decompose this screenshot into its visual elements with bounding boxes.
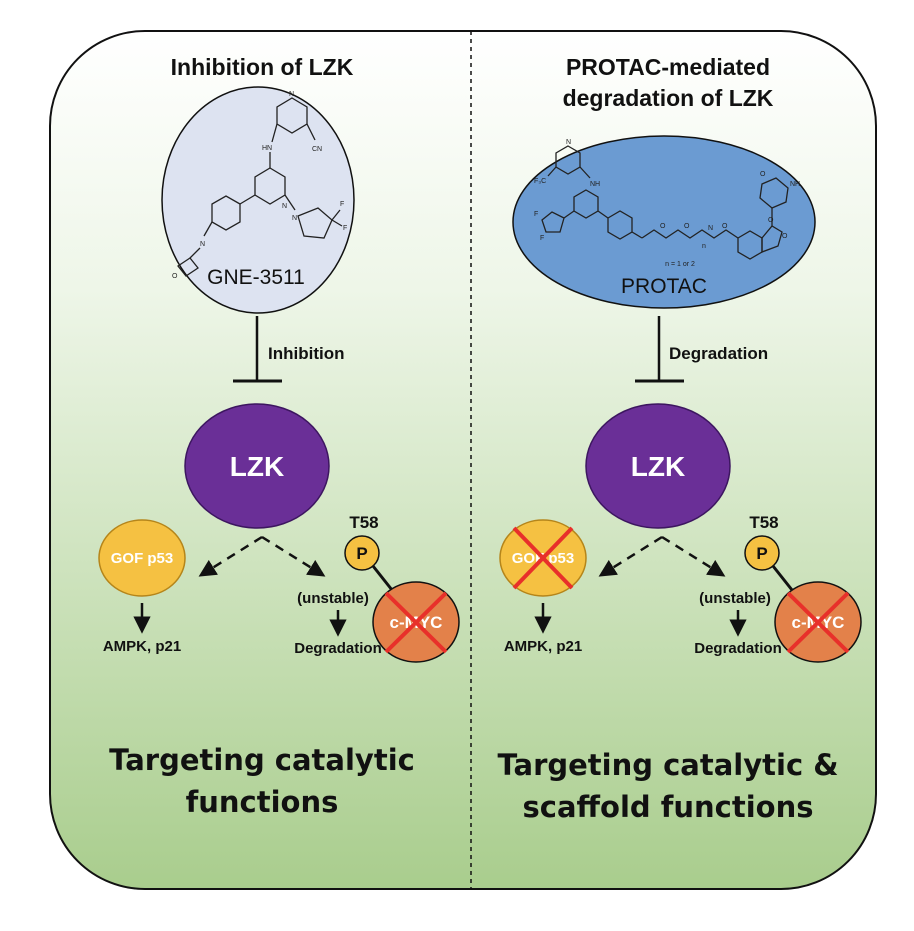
svg-text:NH: NH bbox=[790, 181, 800, 188]
svg-text:F: F bbox=[534, 211, 538, 218]
phospho-p-label-right: P bbox=[756, 544, 767, 563]
lzk-kinase-right bbox=[585, 403, 731, 529]
p53-label-left: GOF p53 bbox=[111, 550, 174, 567]
svg-text:F: F bbox=[340, 201, 344, 208]
svg-text:F₃C: F₃C bbox=[534, 178, 546, 185]
svg-text:N: N bbox=[566, 139, 571, 146]
t58-label-right: T58 bbox=[749, 513, 778, 532]
p53-cross-right bbox=[512, 526, 574, 590]
svg-text:n: n bbox=[702, 243, 706, 250]
myc-cross-right bbox=[786, 591, 850, 654]
dashed-arrow-myc-left bbox=[261, 535, 326, 577]
gof-p53-left bbox=[98, 519, 186, 597]
svg-text:N: N bbox=[282, 203, 287, 210]
svg-text:O: O bbox=[172, 273, 178, 280]
phospho-p-right bbox=[744, 535, 780, 571]
gne3511-label: GNE-3511 bbox=[207, 266, 305, 289]
left-bottom-line1: Targeting catalytic bbox=[109, 743, 415, 777]
lzk-label-right: LZK bbox=[631, 451, 685, 482]
svg-text:O: O bbox=[660, 223, 666, 230]
left-panel: Inhibition of LZK N CN HN N N O bbox=[98, 54, 460, 819]
svg-text:O: O bbox=[722, 223, 728, 230]
svg-text:N: N bbox=[292, 215, 297, 222]
phospho-link-right bbox=[771, 565, 794, 591]
t58-label-left: T58 bbox=[349, 513, 378, 532]
phospho-p-left bbox=[344, 535, 380, 571]
left-bottom-line2: functions bbox=[186, 785, 339, 819]
svg-text:O: O bbox=[684, 223, 690, 230]
svg-text:O: O bbox=[760, 171, 766, 178]
phospho-link-left bbox=[371, 565, 394, 591]
unstable-label-left: (unstable) bbox=[297, 590, 369, 607]
p53-downstream-right: AMPK, p21 bbox=[504, 638, 582, 655]
dashed-arrow-myc-right bbox=[661, 535, 726, 577]
lzk-label-left: LZK bbox=[230, 451, 284, 482]
svg-text:CN: CN bbox=[312, 146, 322, 153]
protac-chem-note: n = 1 or 2 bbox=[665, 261, 695, 268]
right-bottom-line2: scaffold functions bbox=[523, 790, 814, 824]
unstable-label-right: (unstable) bbox=[699, 590, 771, 607]
svg-text:N: N bbox=[708, 225, 713, 232]
svg-text:O: O bbox=[782, 233, 788, 240]
right-bottom-line1: Targeting catalytic & bbox=[497, 748, 838, 782]
svg-text:O: O bbox=[768, 217, 774, 224]
svg-text:N: N bbox=[200, 241, 205, 248]
gne3511-structure: N CN HN N N O N F F bbox=[172, 91, 347, 280]
inhibition-label: Inhibition bbox=[268, 344, 344, 363]
myc-cross-left bbox=[384, 591, 448, 654]
svg-text:F: F bbox=[343, 225, 347, 232]
phospho-p-label-left: P bbox=[356, 544, 367, 563]
gne3511-bubble bbox=[161, 86, 355, 314]
left-title: Inhibition of LZK bbox=[171, 54, 354, 80]
protac-bubble bbox=[512, 135, 816, 309]
svg-text:N: N bbox=[289, 91, 294, 98]
degradation-arrow-label: Degradation bbox=[669, 344, 768, 363]
svg-text:HN: HN bbox=[262, 145, 272, 152]
right-panel: PROTAC-mediated degradation of LZK N F₃C… bbox=[497, 54, 862, 824]
degradation-label-left: Degradation bbox=[294, 640, 382, 657]
svg-text:NH: NH bbox=[590, 181, 600, 188]
protac-label: PROTAC bbox=[621, 275, 707, 298]
right-title-line1: PROTAC-mediated bbox=[566, 54, 770, 80]
protac-structure: N F₃C NH F F O O n N O O O bbox=[534, 139, 800, 260]
p53-downstream-left: AMPK, p21 bbox=[103, 638, 181, 655]
lzk-kinase-left bbox=[184, 403, 330, 529]
svg-text:F: F bbox=[540, 235, 544, 242]
degradation-label-right: Degradation bbox=[694, 640, 782, 657]
dashed-arrow-p53-right bbox=[598, 535, 663, 577]
right-title-line2: degradation of LZK bbox=[563, 85, 774, 111]
dashed-arrow-p53-left bbox=[198, 535, 263, 577]
